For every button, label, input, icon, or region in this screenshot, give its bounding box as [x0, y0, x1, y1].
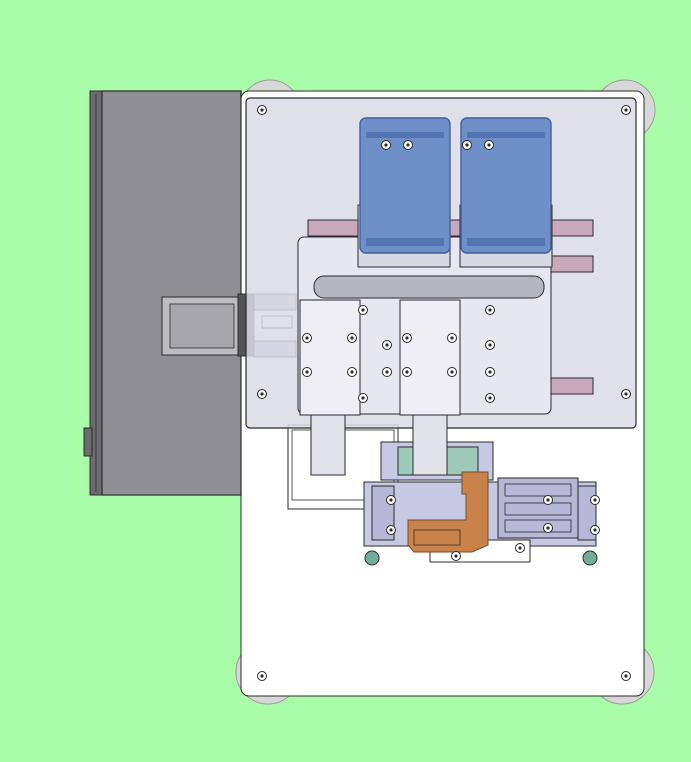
bolt-center: [361, 308, 365, 312]
bolt-center: [305, 336, 309, 340]
teal-pin-left-icon: [364, 550, 380, 566]
linear-rail-bottom-icon: [547, 377, 594, 395]
motors: [357, 117, 553, 268]
bolt-center: [361, 396, 365, 400]
bolt-center: [518, 546, 522, 550]
motor-left-icon: [359, 117, 451, 254]
bolt-center: [488, 396, 492, 400]
slide-block-left-icon: [299, 299, 361, 416]
bolt-center: [488, 308, 492, 312]
motor-right-icon: [460, 117, 552, 254]
bolt-center: [593, 498, 597, 502]
cylinder-left: [310, 414, 346, 476]
bolt-center: [405, 336, 409, 340]
bolt-center: [593, 528, 597, 532]
teal-pin-right-icon: [582, 550, 598, 566]
bolt-center: [488, 343, 492, 347]
linear-rail-mid-icon: [547, 255, 594, 273]
slide-block-mid-icon: [399, 299, 461, 416]
bolt-center: [546, 498, 550, 502]
bolt-center: [384, 143, 388, 147]
bolt-center: [624, 108, 628, 112]
bolt-center: [450, 370, 454, 374]
bolt-center: [305, 370, 309, 374]
bolt-center: [260, 108, 264, 112]
bolt-center: [405, 370, 409, 374]
bolt-center: [385, 370, 389, 374]
bolt-center: [260, 392, 264, 396]
bolts-layer: [257, 105, 631, 681]
enclosure-box-icon: [83, 90, 297, 496]
bolt-center: [465, 143, 469, 147]
copper-electrode-icon: [407, 471, 489, 553]
bolt-center: [389, 498, 393, 502]
enclosure-knob: [83, 427, 93, 457]
bolt-center: [389, 528, 393, 532]
bolt-center: [350, 370, 354, 374]
bolt-center: [450, 336, 454, 340]
bolt-center: [260, 674, 264, 678]
bolt-center: [350, 336, 354, 340]
enclosure-body: [101, 90, 242, 496]
bolt-center: [406, 143, 410, 147]
cylinder-right: [412, 414, 448, 476]
slide-block-right-icon: [497, 477, 579, 539]
bolt-center: [624, 392, 628, 396]
bolt-center: [487, 143, 491, 147]
bolt-center: [385, 343, 389, 347]
bolt-center: [624, 674, 628, 678]
bolt-center: [454, 554, 458, 558]
bolt-center: [546, 526, 550, 530]
timing-belt-icon: [313, 275, 545, 299]
bolt-center: [488, 370, 492, 374]
